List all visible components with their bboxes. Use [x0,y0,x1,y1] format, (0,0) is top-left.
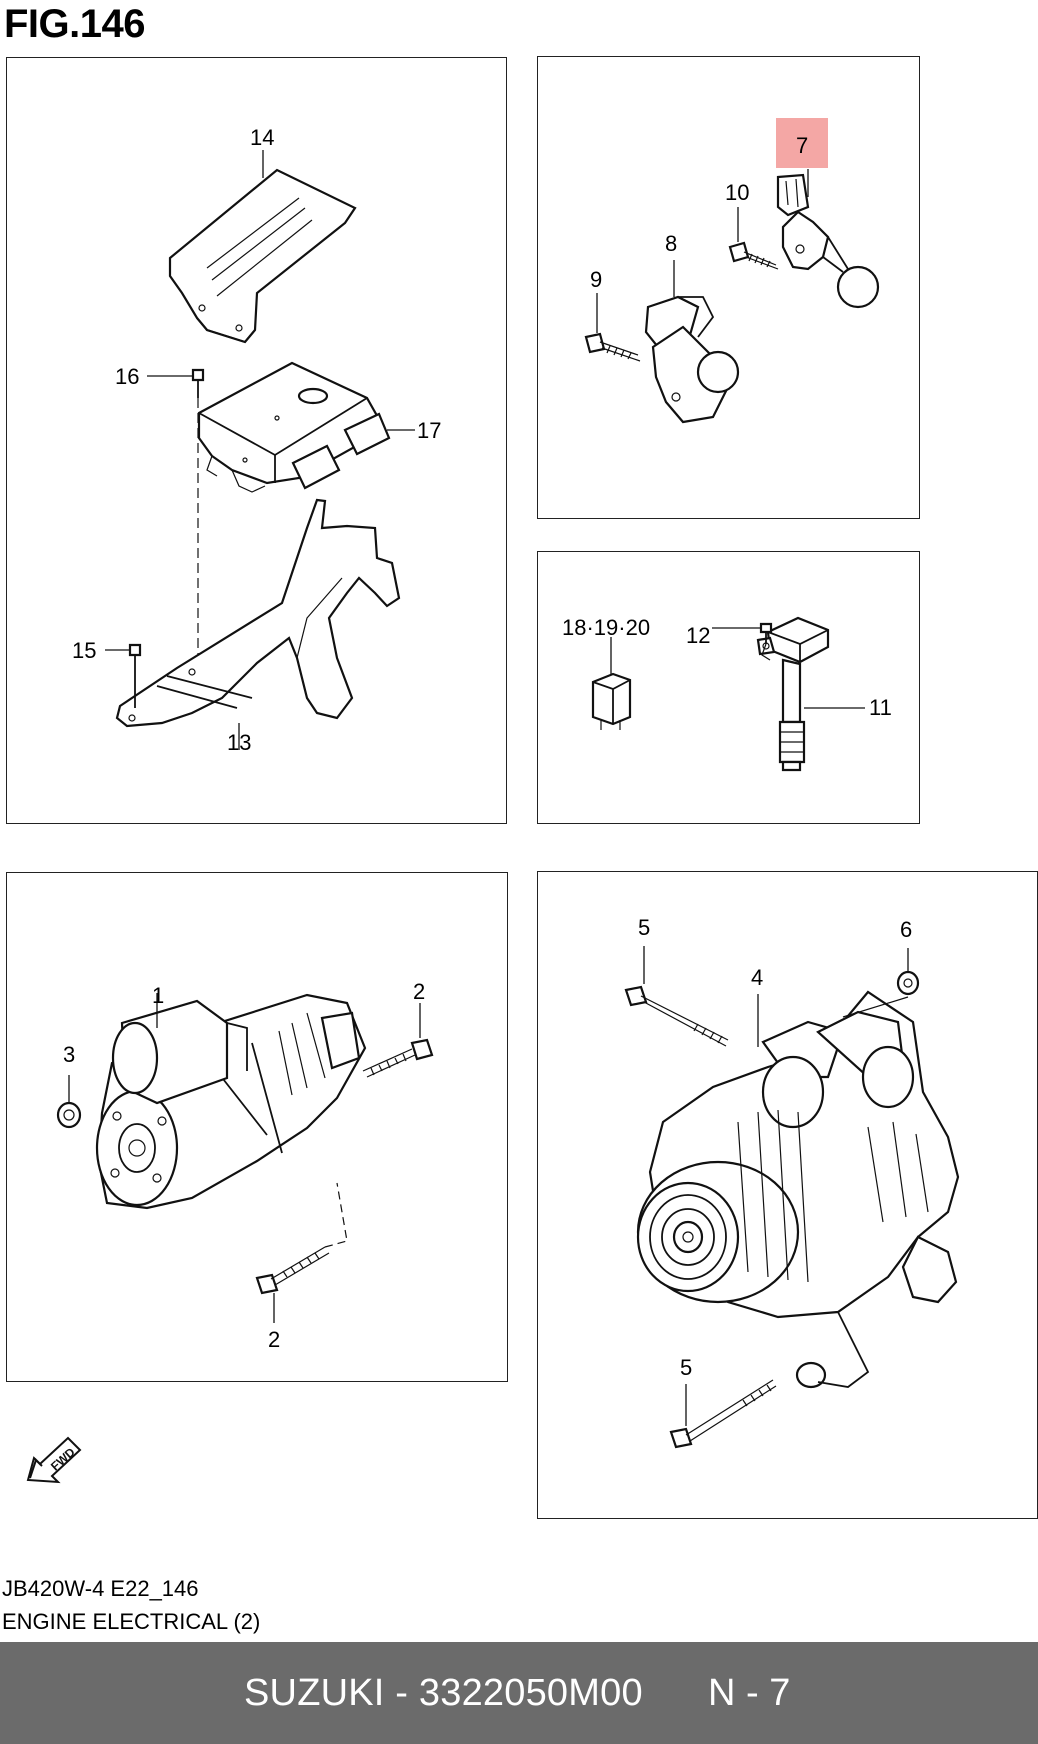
callout-3: 3 [63,1042,76,1067]
callout-5-upper: 5 [638,915,651,940]
ecu-module-part [197,361,391,493]
callout-1: 1 [152,983,165,1008]
alternator-illustration [624,946,960,1449]
callout-16: 16 [115,364,140,389]
alternator-part [636,990,960,1389]
callout-14: 14 [250,125,275,150]
callout-8: 8 [665,231,678,256]
bolt-10-part [728,241,779,270]
callout-15: 15 [72,638,97,663]
callout-10: 10 [725,180,750,205]
starter-motor-part [95,993,367,1210]
bolt-2-upper-part [362,1038,434,1078]
callout-7: 7 [796,133,809,158]
ignition-coil-part [756,616,830,772]
ecu-bracket-part [115,498,401,728]
cam-sensor-7-part [776,173,880,309]
bolt-2-lower-part [255,1182,348,1295]
callout-11: 11 [869,695,892,720]
starter-illustration [56,993,434,1323]
relay-part [591,672,632,730]
ignition-illustration [591,616,865,772]
figure-code: JB420W-4 E22_146 [2,1576,199,1601]
crank-sensor-8-part [644,295,740,424]
callout-2-lower: 2 [268,1327,281,1352]
banner-part-number: SUZUKI - 3322050M00 [244,1672,643,1714]
panel-sensors: 7 10 8 9 [537,56,920,519]
bolt-9-part [584,332,641,362]
nut-3-part [56,1101,82,1129]
banner-page-ref: N - 7 [708,1672,791,1714]
bolt-12-part [759,622,773,644]
panel-alternator: 5 6 4 5 [537,871,1038,1519]
fwd-arrow-icon: FWD [24,1428,84,1491]
bolt-5-lower-part [669,1379,777,1449]
callout-12: 12 [686,623,711,648]
figure-name: ENGINE ELECTRICAL (2) [2,1609,261,1634]
callout-2-upper: 2 [413,979,426,1004]
callout-6: 6 [900,917,913,942]
part-banner: SUZUKI - 3322050M00 N - 7 [0,1642,1038,1744]
bolt-5-upper-part [624,985,729,1047]
callout-9: 9 [590,267,603,292]
ecu-cover-part [168,168,357,344]
bolt-12-axis [761,643,771,661]
bolt-15-part [128,643,142,708]
nut-6-part [896,970,920,996]
panel-starter: 1 2 3 2 [6,872,508,1382]
callout-4: 4 [751,965,764,990]
callout-17: 17 [417,418,442,443]
ecu-illustration [105,150,415,750]
bolt-16-part [191,368,205,398]
figure-title: FIG.146 [4,2,146,46]
callout-5-lower: 5 [680,1355,693,1380]
panel-ignition: 18·19·20 12 11 [537,551,920,824]
panel-ecu: 14 16 17 15 13 [6,57,507,824]
callout-13: 13 [227,730,252,755]
nut-6-axis [842,996,909,1018]
callout-18-19-20: 18·19·20 [562,615,651,640]
highlight-callout-7 [776,118,828,168]
sensors-illustration [584,169,880,424]
